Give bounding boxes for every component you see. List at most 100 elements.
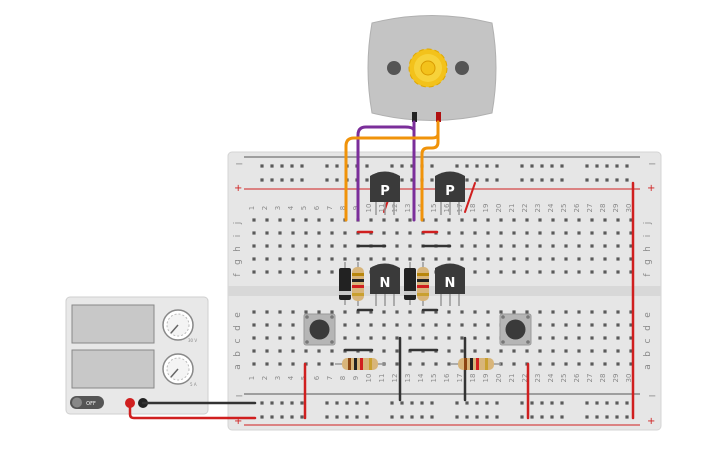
column-label-18-bottom: 18 [469, 374, 477, 383]
voltage-knob-icon[interactable] [162, 309, 194, 341]
rail-plus-bottom-right: + [647, 416, 655, 427]
column-label-13-bottom: 13 [404, 374, 412, 383]
column-label-4-top: 4 [287, 205, 295, 210]
rail-plus-top-right: + [647, 183, 655, 194]
column-label-3-top: 3 [274, 206, 282, 210]
row-label-g-right: g [643, 259, 653, 265]
pushbutton-icon[interactable] [303, 313, 336, 346]
column-label-15-bottom: 15 [430, 374, 438, 383]
pushbutton-icon[interactable] [499, 313, 532, 346]
column-label-17-top: 17 [456, 204, 464, 213]
column-label-16-top: 16 [443, 203, 451, 212]
row-label-e-right: e [643, 312, 653, 318]
row-label-a-right: a [643, 364, 653, 370]
rail-plus-bottom-left: + [234, 416, 242, 427]
column-label-2-top: 2 [261, 206, 269, 210]
rail-minus-bottom-right: − [648, 391, 656, 402]
column-label-24-top: 24 [547, 203, 555, 212]
column-label-11-top: 11 [378, 204, 386, 213]
row-label-c-left: c [233, 338, 243, 343]
column-label-1-top: 1 [248, 206, 256, 210]
row-label-e-left: e [233, 312, 243, 318]
column-label-21-top: 21 [508, 204, 516, 213]
column-label-11-bottom: 11 [378, 374, 386, 383]
column-label-6-bottom: 6 [313, 375, 321, 380]
column-label-17-bottom: 17 [456, 374, 464, 383]
rail-minus-top-left: − [235, 159, 243, 170]
column-label-12-bottom: 12 [391, 374, 399, 383]
row-label-f-right: f [643, 273, 653, 277]
column-label-20-bottom: 20 [495, 374, 503, 383]
npn-right-label: N [445, 276, 456, 291]
column-label-7-top: 7 [326, 206, 334, 210]
column-label-20-top: 20 [495, 204, 503, 213]
column-label-30-bottom: 30 [625, 374, 633, 383]
row-label-i-right: i [643, 235, 653, 238]
column-label-7-bottom: 7 [326, 376, 334, 380]
pnp-right-label: P [445, 184, 455, 199]
supply-leads[interactable] [128, 401, 257, 420]
column-label-3-bottom: 3 [274, 376, 282, 380]
motor-gear-icon [408, 48, 448, 88]
resistor-icon[interactable] [335, 358, 385, 370]
column-label-28-top: 28 [599, 204, 607, 213]
column-label-2-bottom: 2 [261, 376, 269, 380]
column-label-23-bottom: 23 [534, 374, 542, 383]
column-label-6-top: 6 [313, 205, 321, 210]
column-label-27-top: 27 [586, 204, 594, 213]
column-label-16-bottom: 16 [443, 373, 451, 382]
column-label-22-bottom: 22 [521, 374, 529, 383]
column-label-30-top: 30 [625, 204, 633, 213]
npn-transistor-right[interactable]: N [435, 263, 465, 307]
column-label-18-top: 18 [469, 204, 477, 213]
column-label-29-bottom: 29 [612, 374, 620, 383]
npn-left-label: N [380, 276, 391, 291]
column-label-9-top: 9 [352, 206, 360, 210]
dc-motor-icon[interactable] [367, 15, 497, 123]
column-label-12-top: 12 [391, 204, 399, 213]
row-label-i-left: i [233, 235, 243, 238]
rail-minus-top-right: − [648, 159, 656, 170]
column-label-19-bottom: 19 [482, 374, 490, 383]
pnp-left-label: P [380, 184, 390, 199]
column-label-21-bottom: 21 [508, 374, 516, 383]
row-label-d-right: d [643, 325, 653, 331]
column-label-19-top: 19 [482, 204, 490, 213]
rail-minus-bottom-left: − [235, 391, 243, 402]
diode-icon[interactable] [404, 262, 416, 305]
row-label-a-left: a [233, 364, 243, 370]
row-label-c-right: c [643, 338, 653, 343]
column-label-25-top: 25 [560, 204, 568, 213]
column-label-8-bottom: 8 [339, 376, 347, 380]
column-label-26-bottom: 26 [573, 373, 581, 382]
column-label-1-bottom: 1 [248, 376, 256, 380]
resistor-icon[interactable] [451, 358, 501, 370]
voltage-knob-scale: 30 V [188, 338, 197, 343]
diode-icon[interactable] [339, 262, 351, 305]
motor-wires[interactable] [344, 120, 440, 222]
npn-transistor-left[interactable]: N [370, 263, 400, 307]
resistor-icon[interactable] [352, 262, 364, 306]
column-label-22-top: 22 [521, 204, 529, 213]
row-label-b-left: b [233, 351, 243, 357]
row-label-j-right: j [643, 222, 653, 226]
current-knob-icon[interactable] [162, 353, 194, 385]
column-label-5-top: 5 [300, 206, 308, 210]
pnp-transistor-left[interactable]: P [370, 171, 400, 216]
pnp-transistor-right[interactable]: P [435, 171, 465, 216]
column-label-9-bottom: 9 [352, 376, 360, 380]
resistor-icon[interactable] [417, 262, 429, 306]
column-label-4-bottom: 4 [287, 375, 295, 380]
column-label-29-top: 29 [612, 204, 620, 213]
breadboard-holes [252, 164, 633, 419]
column-label-8-top: 8 [339, 206, 347, 210]
column-label-24-bottom: 24 [547, 373, 555, 382]
column-label-13-top: 13 [404, 204, 412, 213]
row-label-b-right: b [643, 351, 653, 357]
column-label-15-top: 15 [430, 204, 438, 213]
power-switch[interactable]: OFF [70, 396, 104, 409]
current-knob-scale: 5 A [190, 382, 197, 387]
column-label-23-top: 23 [534, 204, 542, 213]
power-supply[interactable]: 30 V 5 A OFF [65, 296, 209, 415]
